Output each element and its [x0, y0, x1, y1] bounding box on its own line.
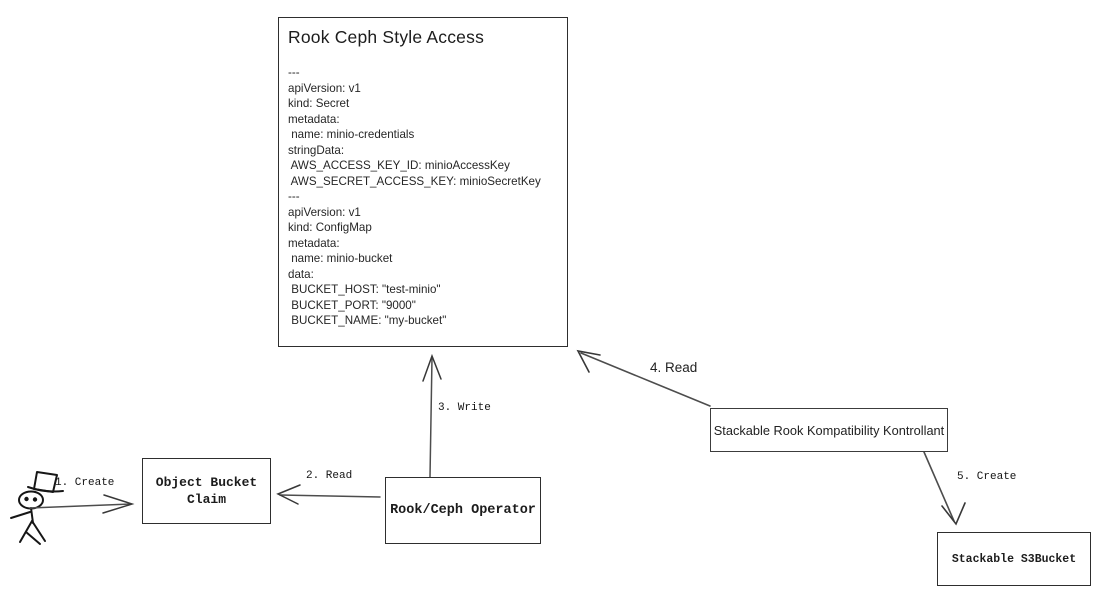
yaml-manifest-text: --- apiVersion: v1 kind: Secret metadata… [288, 66, 541, 327]
node-stackable-s3bucket-label: Stackable S3Bucket [951, 552, 1077, 566]
edge-label-4-read: 4. Read [650, 360, 698, 375]
node-stackable-kontrollant: Stackable Rook Kompatibility Kontrollant [710, 408, 948, 452]
edge-label-2-read: 2. Read [306, 470, 353, 482]
node-stackable-kontrollant-label: Stackable Rook Kompatibility Kontrollant [713, 422, 945, 438]
arrow-5-create [923, 451, 966, 526]
edge-label-5-create: 5. Create [957, 471, 1017, 483]
node-rook-ceph-operator: Rook/Ceph Operator [385, 477, 541, 544]
edge-label-1-create: 1. Create [55, 477, 115, 489]
node-object-bucket-claim: Object Bucket Claim [142, 458, 271, 524]
edge-label-3-write: 3. Write [438, 402, 491, 414]
node-stackable-s3bucket: Stackable S3Bucket [937, 532, 1091, 586]
node-rook-ceph-operator-label: Rook/Ceph Operator [390, 503, 536, 518]
arrow-2-read [276, 484, 381, 505]
node-rook-ceph-style-access: Rook Ceph Style Access --- apiVersion: v… [278, 17, 568, 347]
node-object-bucket-claim-label: Object Bucket Claim [155, 475, 258, 507]
arrow-3-write [422, 353, 442, 478]
yaml-node-title: Rook Ceph Style Access [288, 27, 485, 47]
arrow-1-create [29, 494, 135, 514]
